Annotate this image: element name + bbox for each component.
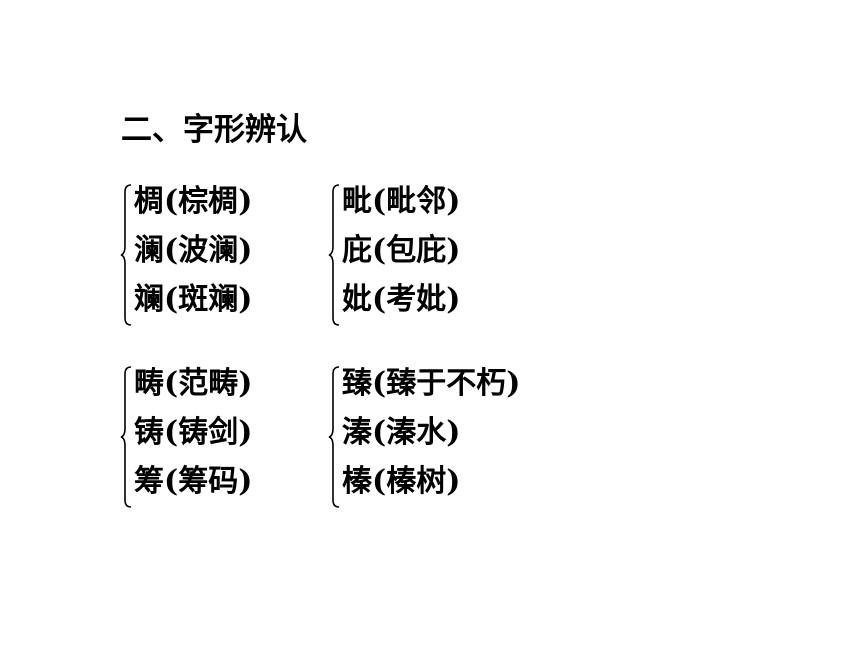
char-item: 畴(范畴) [134,366,253,401]
char-item: 臻(臻于不朽) [342,366,521,401]
char-item: 椆(棕椆) [134,184,253,219]
char-item: 铸(铸剑) [134,415,253,450]
char-item: 溱(溱水) [342,415,461,450]
char-item: 庇(包庇) [342,233,461,268]
section-title: 二、字形辨认 [121,112,307,148]
char-item: 澜(波澜) [134,233,253,268]
char-item: 筹(筹码) [134,464,253,499]
char-item: 妣(考妣) [342,282,461,317]
char-item: 毗(毗邻) [342,184,461,219]
left-brace-icon [328,184,340,326]
left-brace-icon [120,184,132,326]
char-group-3: 畴(范畴) 铸(铸剑) 筹(筹码) [120,364,330,510]
left-brace-icon [328,366,340,508]
left-brace-icon [120,366,132,508]
char-group-4: 臻(臻于不朽) 溱(溱水) 榛(榛树) [328,364,558,510]
char-item: 斓(斑斓) [134,282,253,317]
char-group-1: 椆(棕椆) 澜(波澜) 斓(斑斓) [120,182,330,328]
char-group-2: 毗(毗邻) 庇(包庇) 妣(考妣) [328,182,538,328]
char-item: 榛(榛树) [342,464,461,499]
